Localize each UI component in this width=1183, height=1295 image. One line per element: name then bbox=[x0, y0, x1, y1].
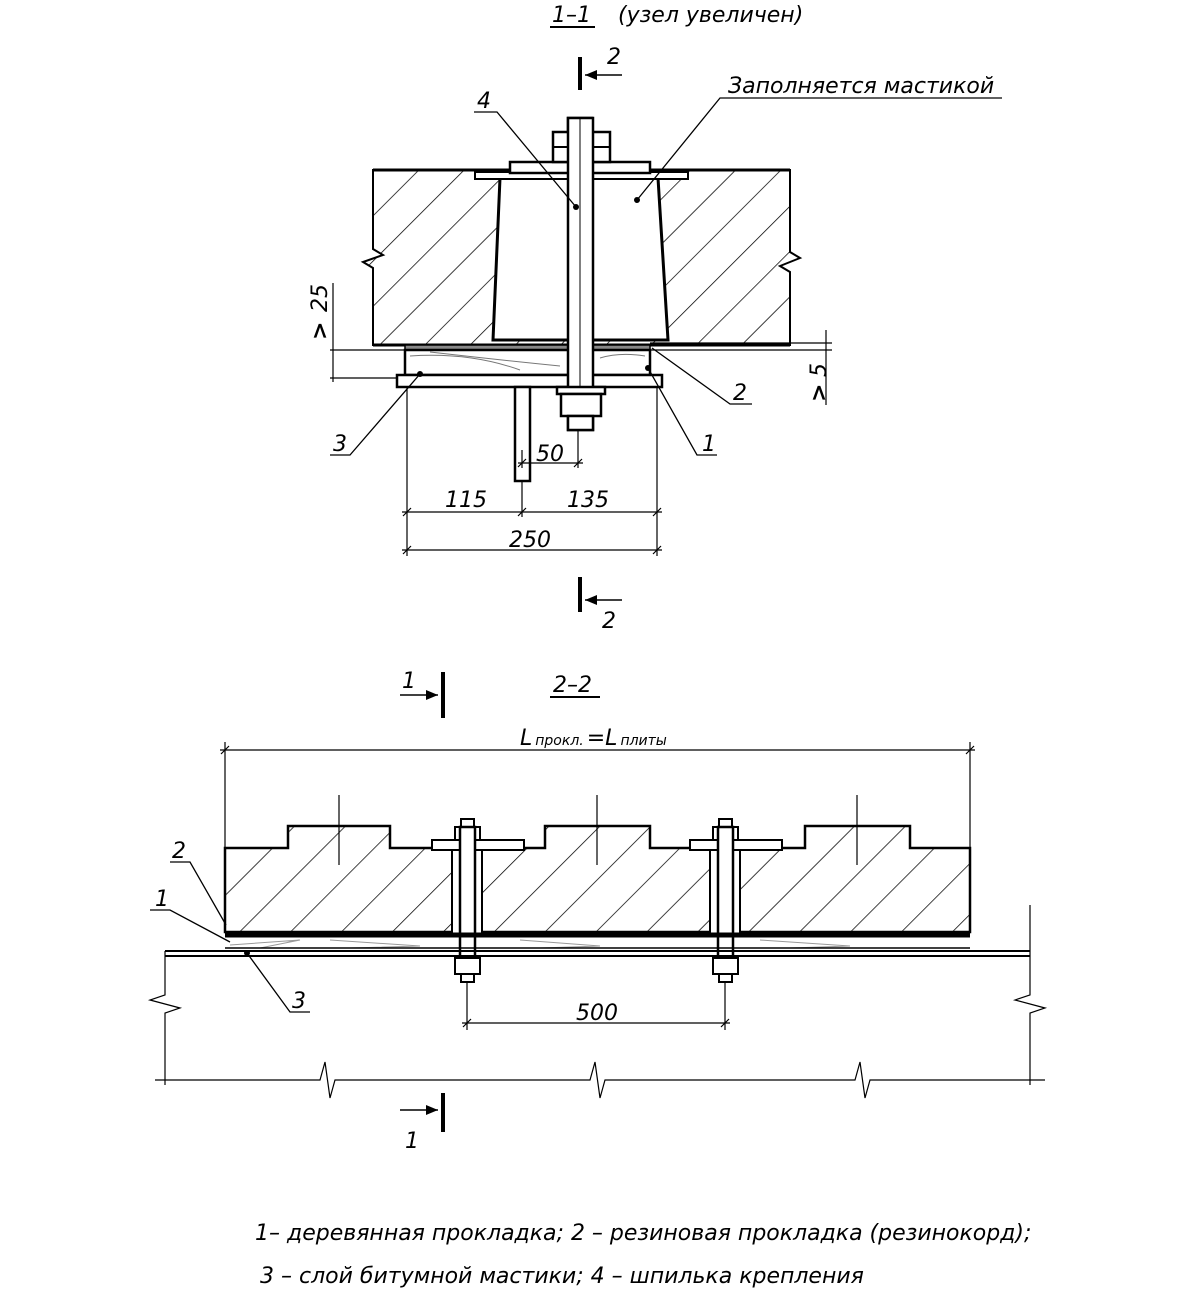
section-1-subtitle: (узел увеличен) bbox=[618, 3, 803, 28]
callout-3-s2: 3 bbox=[292, 989, 306, 1014]
cut-mark-top: 2 bbox=[578, 45, 622, 90]
section-2-title: 2–2 bbox=[553, 673, 592, 698]
cut-mark-bottom-label: 2 bbox=[602, 609, 616, 634]
callout-3: 3 bbox=[333, 432, 347, 457]
cut-mark-1-top: 1 bbox=[400, 669, 445, 718]
dim-25: 25 bbox=[308, 284, 333, 312]
mastic-note: Заполняется мастикой bbox=[728, 74, 994, 99]
leaders-1 bbox=[330, 97, 1002, 456]
dim-115: 115 bbox=[445, 488, 487, 513]
callout-4: 4 bbox=[477, 89, 491, 114]
section-1-1: 1–1 (узел увеличен) 2 bbox=[308, 3, 1002, 634]
pad-layers-2 bbox=[165, 932, 1030, 957]
legend-line-1: 1– деревянная прокладка; 2 – резиновая п… bbox=[255, 1221, 1031, 1246]
break-lines bbox=[147, 905, 1048, 1099]
dim-135: 135 bbox=[567, 488, 609, 513]
slab-profile bbox=[223, 824, 972, 934]
section-1-title: 1–1 bbox=[552, 3, 591, 28]
pad-layers bbox=[395, 344, 664, 389]
callout-1: 1 bbox=[702, 432, 716, 457]
dimensions-1 bbox=[330, 283, 832, 556]
cut-mark-1-top-label: 1 bbox=[402, 669, 416, 694]
bolt-left bbox=[431, 818, 525, 983]
legend-line-2: 3 – слой битумной мастики; 4 – шпилька к… bbox=[260, 1264, 864, 1289]
bolt-right bbox=[689, 818, 783, 983]
length-dimension bbox=[220, 742, 975, 848]
dim-50: 50 bbox=[536, 442, 564, 467]
cut-mark-1-bottom: 1 bbox=[400, 1093, 445, 1154]
dim-5-sign: > bbox=[807, 384, 832, 402]
dim-500: 500 bbox=[576, 1001, 618, 1026]
anchor-stud bbox=[555, 116, 607, 432]
callout-1-s2: 1 bbox=[155, 887, 169, 912]
cut-mark-top-label: 2 bbox=[607, 45, 621, 70]
slab-axes bbox=[338, 795, 858, 865]
dim-250: 250 bbox=[509, 528, 551, 553]
cut-mark-bottom: 2 bbox=[578, 577, 622, 634]
dim-5: 5 bbox=[807, 363, 832, 377]
callout-2-s2: 2 bbox=[172, 839, 186, 864]
leaders-2 bbox=[150, 861, 310, 1013]
callout-2: 2 bbox=[733, 381, 747, 406]
cut-mark-1-bottom-label: 1 bbox=[405, 1129, 419, 1154]
dim-25-sign: > bbox=[308, 322, 333, 340]
